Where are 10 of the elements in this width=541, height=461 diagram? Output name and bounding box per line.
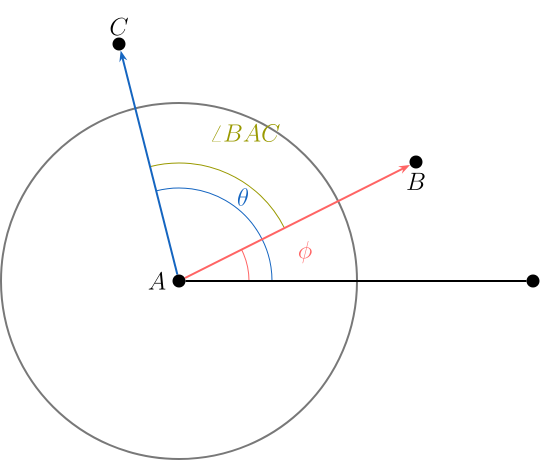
point: $C$ (110, 18, 128, 50)
node-label: $B$ (407, 172, 425, 190)
angle-label: $\phi$ (298, 240, 312, 264)
node-label: $A$ (148, 272, 166, 290)
node-label: $C$ (110, 18, 128, 36)
angle-label: $\theta$ (238, 188, 248, 206)
point: $B$ (407, 156, 425, 190)
angle-label: $\angle BAC$ (212, 124, 280, 142)
point: $A$ (148, 272, 186, 290)
point (526, 274, 540, 288)
